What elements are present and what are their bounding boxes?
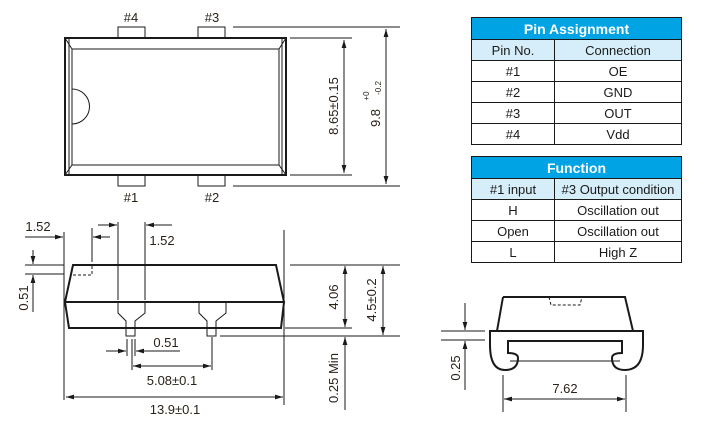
body-lower [64, 301, 285, 329]
pin-cell: #4 [471, 123, 555, 145]
col-header-output: #3 Output condition [554, 178, 682, 200]
end-body-upper [496, 296, 634, 332]
output-cell: Oscillation out [554, 199, 682, 221]
pin-assignment-title: Pin Assignment [471, 17, 682, 40]
dim-body-width: 13.9±0.1 [150, 402, 201, 417]
lead-2 [198, 302, 227, 337]
input-cell: Open [471, 220, 555, 242]
dim-lead-thickness: 0.25 [448, 355, 463, 380]
output-cell: Oscillation out [554, 220, 682, 242]
dim-pin-pitch: 5.08±0.1 [147, 373, 198, 388]
pin-4 [117, 26, 146, 39]
lead-1 [117, 302, 146, 337]
pin-1 [117, 174, 146, 187]
dim-standoff: 0.25 Min [326, 353, 341, 403]
col-header-input: #1 input [471, 178, 555, 200]
col-header-pin-no: Pin No. [471, 39, 555, 61]
dim-body-length: 8.65±0.15 [326, 77, 341, 135]
col-header-connection: Connection [554, 39, 682, 61]
pin-cell: #2 [471, 81, 555, 103]
pin-cell: #1 [471, 60, 555, 82]
dim-total-length: 9.8 [368, 109, 383, 127]
end-view: 0.25 7.62 [441, 296, 644, 412]
pin-label-4: #4 [124, 10, 138, 25]
connection-cell: OUT [554, 102, 682, 124]
body-upper [63, 264, 286, 303]
pin-label-3: #3 [205, 10, 219, 25]
pin-cell: #3 [471, 102, 555, 124]
dim-pin-width-top: 1.52 [149, 233, 174, 248]
dim-row-spacing: 7.62 [552, 381, 577, 396]
function-title: Function [471, 156, 682, 179]
top-view: #4 #3 #1 #2 8.65±0.15 9.8 +0 -0.2 [64, 10, 400, 205]
pin-3 [197, 26, 226, 39]
input-cell: H [471, 199, 555, 221]
output-cell: High Z [554, 241, 682, 263]
pin-label-2: #2 [205, 190, 219, 205]
input-cell: L [471, 241, 555, 263]
connection-cell: OE [554, 60, 682, 82]
package-inner-frame [71, 48, 280, 166]
dim-total-tol-plus: +0 [362, 91, 371, 101]
pin-label-1: #1 [124, 190, 138, 205]
pin-2 [197, 174, 226, 187]
dim-total-height: 4.5±0.2 [364, 278, 379, 321]
dim-lead-width: 0.51 [153, 335, 178, 350]
dim-step: 0.51 [16, 285, 31, 310]
lead-frame [489, 330, 644, 372]
connection-cell: Vdd [554, 123, 682, 145]
dim-pin-offset: 1.52 [25, 219, 50, 234]
dim-total-tol-minus: -0.2 [374, 81, 383, 95]
pin1-notch [71, 88, 90, 125]
dim-body-height: 4.06 [326, 284, 341, 309]
side-view: 1.52 1.52 0.51 0.51 5.08±0.1 13.9±0.1 4.… [16, 219, 400, 417]
package-outline [64, 37, 287, 176]
connection-cell: GND [554, 81, 682, 103]
